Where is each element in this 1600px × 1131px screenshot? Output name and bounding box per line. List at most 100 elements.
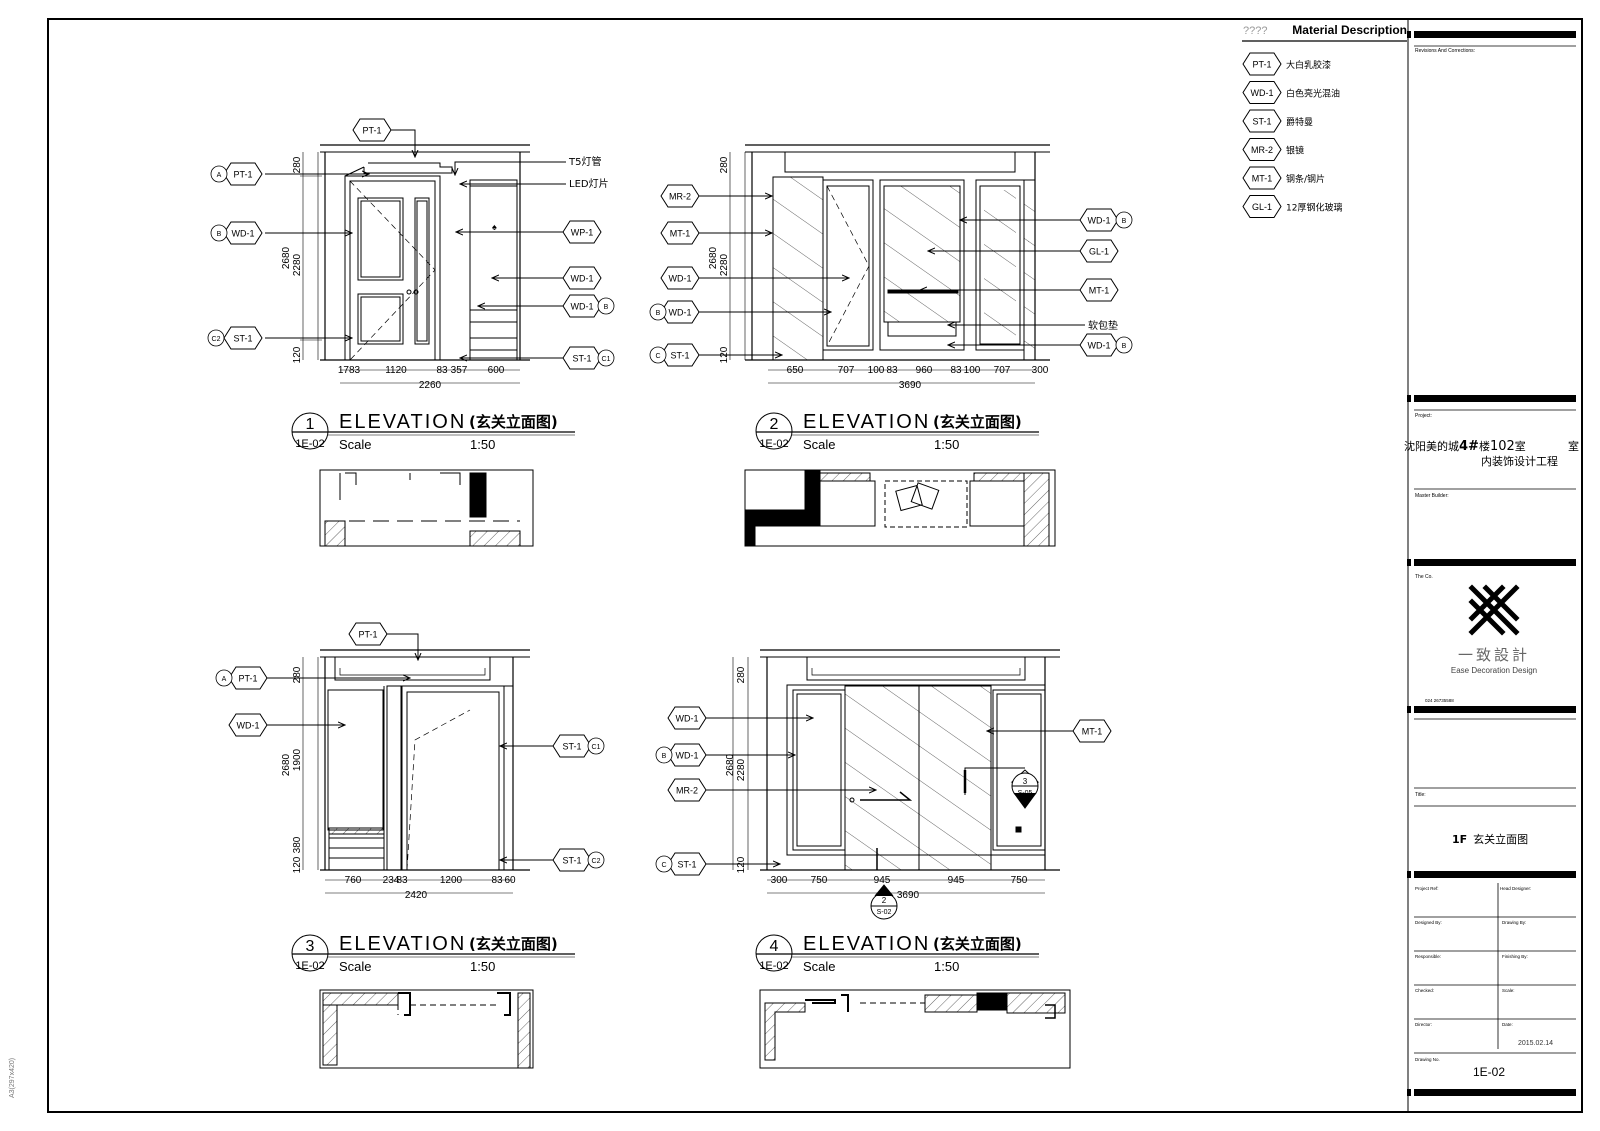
material-code-tag-hexagon bbox=[1242, 52, 1282, 76]
tag-wd1-left-hexagon bbox=[228, 713, 268, 737]
material-code-tag: ST-1 bbox=[1252, 117, 1271, 127]
material-description: 爵特曼 bbox=[1286, 116, 1313, 128]
material-description: 银镜 bbox=[1286, 145, 1304, 157]
company-en: Ease Decoration Design bbox=[1451, 666, 1537, 675]
tag-wd1-left-hexagon bbox=[667, 706, 707, 730]
finish-code-b-right: B bbox=[1122, 218, 1127, 225]
section-marker-ref: S-02 bbox=[877, 909, 892, 916]
director-label: Director: bbox=[1415, 1022, 1432, 1027]
dim-vertical: 2680 bbox=[281, 753, 292, 776]
dim-horizontal: 100 bbox=[868, 365, 885, 376]
note-led-panel: LED灯片 bbox=[569, 177, 609, 190]
view-number-circle bbox=[755, 934, 793, 972]
view-sheet-ref: 1E-02 bbox=[759, 438, 788, 450]
scale-label: Scale bbox=[339, 959, 372, 974]
dim-vertical: 2280 bbox=[292, 253, 303, 276]
dim-total: 2260 bbox=[419, 380, 442, 391]
section-marker-number: 2 bbox=[882, 896, 887, 905]
company-logo bbox=[1468, 584, 1520, 636]
tag-wd1-left-hexagon bbox=[223, 221, 263, 245]
view-number: 4 bbox=[770, 938, 779, 955]
finish-code-c2-circle bbox=[587, 851, 605, 869]
view-number-circle bbox=[291, 934, 329, 972]
dim-horizontal: 945 bbox=[948, 875, 965, 886]
scale-value: 1:50 bbox=[470, 437, 495, 452]
finish-code-c1: C1 bbox=[602, 356, 611, 363]
dim-total: 3690 bbox=[899, 380, 922, 391]
tag-wd1-right-hexagon bbox=[562, 266, 602, 290]
material-code-tag: MR-2 bbox=[1251, 145, 1273, 155]
scale-value: 1:50 bbox=[934, 959, 959, 974]
tag-wd1-left-2-hexagon bbox=[660, 300, 700, 324]
dim-horizontal: 357 bbox=[451, 365, 468, 376]
dim-vertical: 280 bbox=[292, 666, 303, 683]
view-title-cn: (玄关立面图) bbox=[469, 935, 558, 953]
tag-pt1-left: PT-1 bbox=[238, 674, 257, 684]
date-label: Date: bbox=[1502, 1022, 1513, 1027]
dim-vertical: 280 bbox=[736, 666, 747, 683]
material-code-tag-hexagon bbox=[1242, 81, 1282, 104]
tag-wd1-left: WD-1 bbox=[237, 721, 260, 731]
dim-vertical: 2680 bbox=[281, 246, 292, 269]
view-number: 3 bbox=[306, 938, 315, 955]
dim-vertical: 280 bbox=[719, 156, 730, 173]
sheet-size-note: A3(297x420) bbox=[9, 1058, 16, 1098]
view-number: 2 bbox=[770, 416, 779, 433]
finish-code-b-circle bbox=[210, 224, 228, 242]
finish-code-b-right-circle bbox=[597, 297, 615, 315]
view-title-cn: (玄关立面图) bbox=[933, 413, 1022, 431]
finish-code-c-circle bbox=[649, 346, 667, 364]
finish-code-a: A bbox=[222, 676, 227, 683]
section-marker-number: 3 bbox=[1023, 777, 1028, 786]
project-line2: 内装饰设计工程 bbox=[1481, 454, 1558, 468]
finish-code-b: B bbox=[662, 753, 667, 760]
dim-horizontal: 83 bbox=[886, 365, 898, 376]
tag-mr2-left-hexagon bbox=[667, 778, 707, 802]
tag-wd1-left: WD-1 bbox=[232, 229, 255, 239]
dim-horizontal: 600 bbox=[488, 365, 505, 376]
view-sheet-ref: 1E-02 bbox=[295, 960, 324, 972]
title-block: Revisions And Corrections: Project: 沈阳美的… bbox=[1404, 19, 1579, 1112]
tag-mt1-right: MT-1 bbox=[1089, 286, 1110, 296]
scale-label: Scale bbox=[803, 959, 836, 974]
finish-code-c1-circle bbox=[587, 737, 605, 755]
tag-pt1-left-hexagon bbox=[223, 162, 263, 186]
dim-horizontal: 234 bbox=[383, 875, 400, 886]
material-header-title: Material Description bbox=[1292, 23, 1407, 37]
dim-horizontal: 760 bbox=[345, 875, 362, 886]
tag-pt1-top: PT-1 bbox=[358, 630, 377, 640]
tag-wd1-left-2: WD-1 bbox=[669, 308, 692, 318]
view-number-circle bbox=[291, 412, 329, 450]
tag-wp1-right-hexagon bbox=[562, 220, 602, 244]
elevation-view-2-labels: MR-2MT-1WD-1WD-1ST-1WD-1GL-1MT-1WD-1软包垫B… bbox=[649, 156, 1133, 391]
elevation-view-1-labels: PT-1PT-1WD-1ST-1WP-1WD-1WD-1ST-1ABC2BC1T… bbox=[207, 118, 615, 391]
material-description: 钢条/钢片 bbox=[1286, 173, 1325, 185]
finish-code-b-circle bbox=[649, 303, 667, 321]
tag-st1-left-hexagon bbox=[223, 326, 263, 350]
head-designer-label: Head Designer: bbox=[1500, 886, 1531, 891]
checked-label: Checked: bbox=[1415, 988, 1434, 993]
material-header-left: ???? bbox=[1243, 25, 1267, 37]
finish-code-b-right-2-circle bbox=[1115, 336, 1133, 354]
finish-code-c: C bbox=[655, 353, 660, 360]
dim-horizontal: 300 bbox=[771, 875, 788, 886]
finish-code-b-circle bbox=[655, 746, 673, 764]
dim-vertical: 120 bbox=[292, 346, 303, 363]
dim-horizontal: 1120 bbox=[385, 365, 407, 376]
dim-vertical: 2680 bbox=[708, 246, 719, 269]
dim-vertical: 2280 bbox=[719, 253, 730, 276]
tag-mt1-right-hexagon bbox=[1072, 719, 1112, 743]
svg-text:♠: ♠ bbox=[492, 222, 497, 232]
project-line1-end: 室 bbox=[1568, 439, 1579, 453]
master-builder-label: Master Builder: bbox=[1415, 493, 1449, 499]
scale-label: Scale: bbox=[1502, 988, 1515, 993]
tag-st1-left-hexagon bbox=[660, 343, 700, 367]
dim-horizontal: 60 bbox=[504, 875, 516, 886]
tag-wd1-right-2: WD-1 bbox=[1088, 341, 1111, 351]
drawing-no-label: Drawing No. bbox=[1415, 1057, 1440, 1062]
view-title: ELEVATION bbox=[803, 933, 930, 955]
